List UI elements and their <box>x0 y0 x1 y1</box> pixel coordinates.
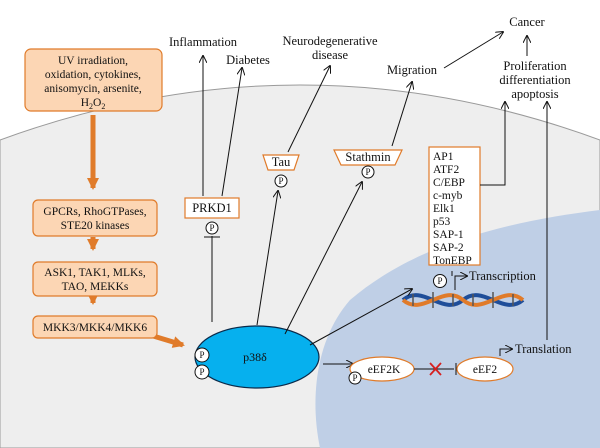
migration-to-cancer <box>443 32 503 69</box>
stimulus-line-3: anisomycin, arsenite, <box>44 83 142 95</box>
tf-item: SAP-2 <box>433 242 464 254</box>
tau-label: Tau <box>272 155 291 169</box>
cascade-box-2-line-1: ASK1, TAK1, MLKs, <box>44 267 146 279</box>
stimulus-line-4: H2O2 <box>81 97 106 111</box>
stimulus-box: UV irradiation, oxidation, cytokines, an… <box>24 48 163 112</box>
tf-item: Elk1 <box>433 203 455 215</box>
stimulus-line-2: oxidation, cytokines, <box>45 69 141 81</box>
tf-item: C/EBP <box>433 177 465 189</box>
translation-arrow <box>499 349 512 356</box>
prkd1-phospho: P <box>209 223 214 233</box>
cascade-box-1: GPCRs, RhoGTPases, STE20 kinases <box>32 199 158 237</box>
label-prolif-1: Proliferation <box>503 59 567 73</box>
blocked-cross-2 <box>429 362 442 376</box>
tf-item: p53 <box>433 216 451 228</box>
cascade-box-3: MKK3/MKK4/MKK6 <box>32 315 158 339</box>
stathmin-phospho: P <box>365 167 370 177</box>
eef2-node: eEF2 <box>456 356 514 382</box>
label-migration: Migration <box>387 63 438 77</box>
label-neuro-2: disease <box>312 48 349 62</box>
p38-phospho-2: P <box>199 367 204 377</box>
p38-to-tf <box>309 289 412 346</box>
label-prolif-2: differentiation <box>499 73 571 87</box>
h2o2-sub2: 2 <box>101 102 105 111</box>
tf-item: SAP-1 <box>433 229 464 241</box>
stimulus-line-1: UV irradiation, <box>58 55 128 67</box>
tf-list-box: AP1 ATF2 C/EBP c-myb Elk1 p53 SAP-1 SAP-… <box>428 146 481 267</box>
tf-to-proliferation <box>480 102 505 186</box>
stathmin-label: Stathmin <box>345 150 391 164</box>
arrow-migration <box>391 82 412 147</box>
h2o2-sub1: 2 <box>89 102 93 111</box>
eef2k-phospho: P <box>352 373 357 383</box>
tf-item: ATF2 <box>433 164 459 176</box>
tf-phospho: P <box>437 276 442 286</box>
p38-label: p38δ <box>243 350 267 364</box>
cascade-box-2-line-2: TAO, MEKKs <box>62 281 129 293</box>
label-diabetes: Diabetes <box>226 53 270 67</box>
p38-kinase: p38δ P P <box>194 325 320 389</box>
tau-phospho: P <box>278 176 283 186</box>
prkd1-node: PRKD1 P <box>184 197 240 235</box>
cascade-box-1-line-2: STE20 kinases <box>61 220 130 232</box>
eef2k-node: eEF2K P <box>348 356 415 385</box>
tau-node: Tau P <box>262 154 300 188</box>
nucleus <box>315 210 600 448</box>
stathmin-node: Stathmin P <box>333 149 403 179</box>
arrow-neuro <box>287 66 330 153</box>
cascade-box-3-label: MKK3/MKK4/MKK6 <box>43 322 147 334</box>
cascade-box-1-line-1: GPCRs, RhoGTPases, <box>43 206 146 218</box>
label-cancer: Cancer <box>509 15 545 29</box>
label-transcription: Transcription <box>469 269 537 283</box>
label-prolif-3: apoptosis <box>511 87 558 101</box>
p38-to-stathmin <box>284 182 362 335</box>
label-inflammation: Inflammation <box>169 35 238 49</box>
tf-item: AP1 <box>433 151 454 163</box>
p38-phospho-1: P <box>199 350 204 360</box>
arrow-diabetes <box>221 68 242 197</box>
cascade-box-2: ASK1, TAK1, MLKs, TAO, MEKKs <box>32 261 158 297</box>
h2o2-o: O <box>93 97 101 109</box>
dna-helix <box>401 292 525 308</box>
eef2-label: eEF2 <box>473 364 498 376</box>
tf-item: TonEBP <box>433 255 472 267</box>
tf-item: c-myb <box>433 190 463 202</box>
eef2k-label: eEF2K <box>368 364 401 376</box>
h2o2-h: H <box>81 97 89 109</box>
prkd1-label: PRKD1 <box>192 201 232 215</box>
label-translation: Translation <box>515 342 572 356</box>
transcription-arrow <box>454 276 467 290</box>
label-neuro-1: Neurodegenerative <box>282 34 378 48</box>
p38-to-tau <box>256 191 278 326</box>
